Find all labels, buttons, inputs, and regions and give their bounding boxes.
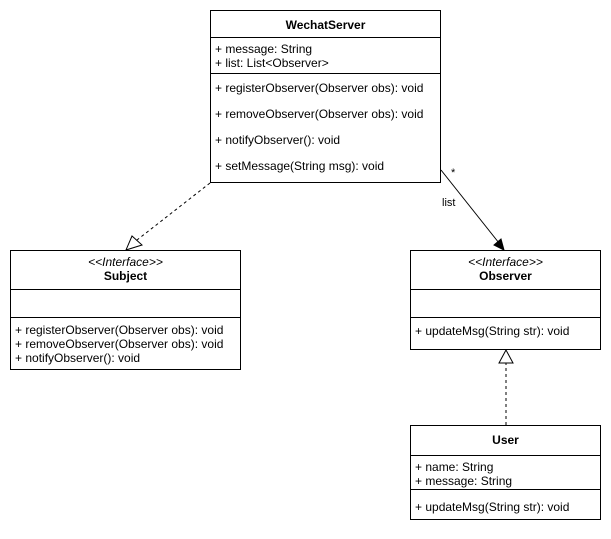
association-line-wechat-observer[interactable]: [440, 169, 500, 244]
operation: + notifyObserver(): void: [15, 351, 141, 365]
stereotype: <<Interface>>: [468, 255, 543, 269]
operation: + notifyObserver(): void: [215, 133, 341, 147]
class-name: WechatServer: [285, 18, 366, 32]
class-header: User: [411, 426, 600, 455]
attributes-section: + message: String + list: List<Observer>: [211, 37, 440, 73]
operation: + removeObserver(Observer obs): void: [15, 337, 224, 351]
class-name: Observer: [479, 269, 532, 283]
association-role-label: list: [442, 197, 456, 209]
interface-subject[interactable]: <<Interface>> Subject + registerObserver…: [10, 250, 241, 370]
class-header: WechatServer: [211, 11, 440, 37]
operation: + removeObserver(Observer obs): void: [215, 107, 424, 121]
realization-arrowhead-subject: [125, 235, 143, 251]
class-wechatserver[interactable]: WechatServer + message: String + list: L…: [210, 10, 441, 183]
realization-line-wechat-subject[interactable]: [136, 182, 211, 241]
operations-section: + registerObserver(Observer obs): void +…: [211, 73, 440, 173]
attribute: + message: String: [415, 474, 513, 488]
attribute: + name: String: [415, 460, 494, 474]
interface-observer[interactable]: <<Interface>> Observer + updateMsg(Strin…: [410, 250, 601, 350]
operation: + registerObserver(Observer obs): void: [15, 323, 224, 337]
class-name: User: [492, 433, 519, 447]
operation: + registerObserver(Observer obs): void: [215, 81, 424, 95]
class-header: <<Interface>> Observer: [411, 251, 600, 289]
class-user[interactable]: User + name: String + message: String + …: [410, 425, 601, 520]
operation: + updateMsg(String str): void: [415, 500, 570, 514]
operations-section: + updateMsg(String str): void: [411, 317, 600, 338]
realization-arrowhead-observer: [498, 348, 514, 364]
class-name: Subject: [103, 269, 148, 283]
association-arrowhead-observer: [493, 238, 505, 251]
attributes-section: [411, 289, 600, 317]
operations-section: + updateMsg(String str): void: [411, 489, 600, 514]
attribute: + message: String: [215, 42, 313, 56]
class-header: <<Interface>> Subject: [11, 251, 240, 289]
operation: + setMessage(String msg): void: [215, 159, 385, 173]
attributes-section: [11, 289, 240, 317]
operations-section: + registerObserver(Observer obs): void +…: [11, 317, 240, 365]
association-multiplicity: *: [451, 167, 456, 179]
attribute: + list: List<Observer>: [215, 56, 329, 70]
stereotype: <<Interface>>: [88, 255, 163, 269]
operation: + updateMsg(String str): void: [415, 324, 570, 338]
attributes-section: + name: String + message: String: [411, 455, 600, 489]
